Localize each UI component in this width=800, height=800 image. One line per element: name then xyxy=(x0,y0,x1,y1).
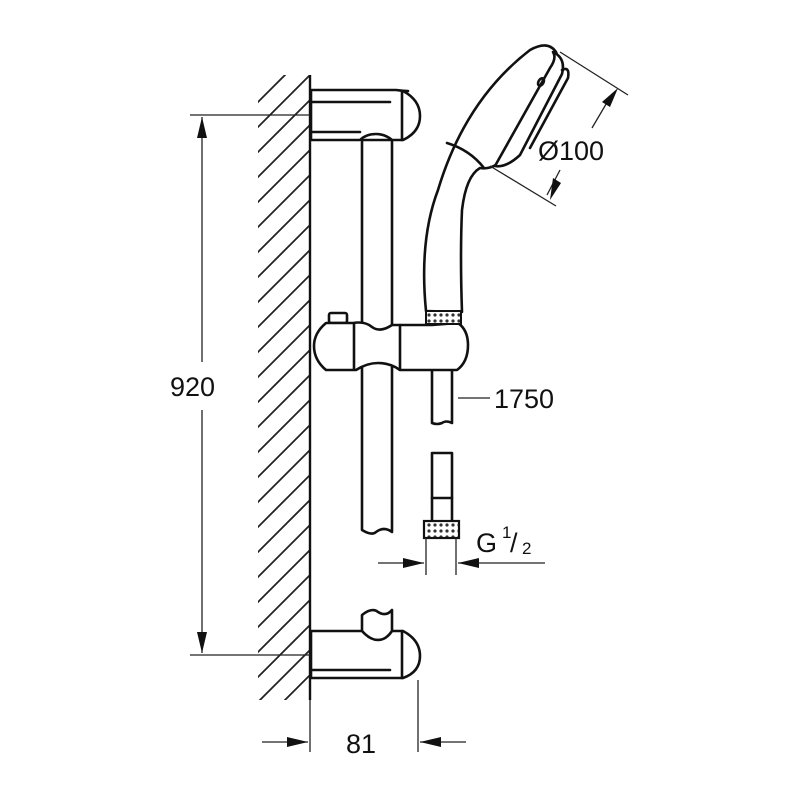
dimension-wall-projection: 81 xyxy=(262,680,466,759)
thread-numerator-label: 1 xyxy=(502,523,511,542)
shower-hose xyxy=(430,366,454,524)
slider-holder xyxy=(312,311,470,372)
dimension-shower-diameter: Ø100 xyxy=(489,51,629,207)
hose-length-label: 1750 xyxy=(494,384,554,414)
rail-height-label: 920 xyxy=(170,372,215,402)
hand-shower xyxy=(422,44,570,325)
dimension-rail-height: 920 xyxy=(170,114,310,656)
thread-slash: / xyxy=(510,528,518,558)
hose-nut xyxy=(422,519,461,540)
dimension-thread: G 1 / 2 xyxy=(378,523,545,575)
shower-diameter-label: Ø100 xyxy=(538,136,604,166)
dimension-hose-length: 1750 xyxy=(458,384,554,414)
upper-wall-bracket xyxy=(309,88,422,142)
thread-denominator-label: 2 xyxy=(522,539,531,558)
lower-wall-bracket xyxy=(309,629,422,680)
slide-rail xyxy=(360,138,394,642)
thread-prefix-label: G xyxy=(476,528,497,558)
wall xyxy=(258,75,312,700)
wall-projection-label: 81 xyxy=(346,729,376,759)
